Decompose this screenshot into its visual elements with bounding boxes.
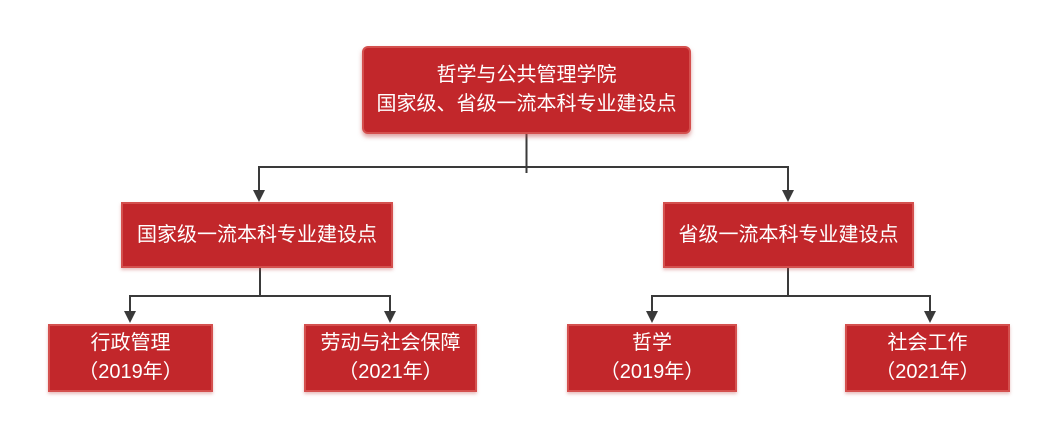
node-provincial-level: 省级一流本科专业建设点	[663, 202, 914, 268]
leaf-node-name: 社会工作	[887, 332, 968, 354]
leaf-node-year: （2021年）	[338, 361, 443, 383]
leaf-node-year: （2019年）	[599, 361, 705, 383]
leaf-node-labor-social-security: 劳动与社会保障 （2021年）	[304, 324, 477, 392]
leaf-node-name: 行政管理	[90, 332, 171, 354]
leaf-node-name: 劳动与社会保障	[320, 332, 461, 354]
tier2-right-arrow1-icon	[646, 311, 658, 323]
node-national-label: 国家级一流本科专业建设点	[137, 223, 377, 246]
root-node-line2: 国家级、省级一流本科专业建设点	[376, 93, 677, 115]
tier2-right-arrow2-icon	[924, 311, 936, 323]
tier2-left-arrow1-icon	[124, 311, 136, 323]
tier2-left-arrow2-icon	[384, 311, 396, 323]
node-national-level: 国家级一流本科专业建设点	[121, 202, 393, 268]
leaf-node-year: （2021年）	[875, 361, 980, 383]
leaf-node-public-administration: 行政管理 （2019年）	[48, 324, 213, 392]
tier1-right-arrow-icon	[782, 190, 794, 202]
root-node-line1: 哲学与公共管理学院	[436, 64, 617, 86]
leaf-node-name: 哲学	[632, 332, 672, 354]
leaf-node-social-work: 社会工作 （2021年）	[845, 324, 1010, 392]
leaf-node-philosophy: 哲学 （2019年）	[567, 324, 737, 392]
leaf-node-year: （2019年）	[78, 361, 183, 383]
node-provincial-label: 省级一流本科专业建设点	[678, 223, 899, 246]
tier1-left-arrow-icon	[253, 190, 265, 202]
root-node: 哲学与公共管理学院 国家级、省级一流本科专业建设点	[362, 46, 691, 134]
